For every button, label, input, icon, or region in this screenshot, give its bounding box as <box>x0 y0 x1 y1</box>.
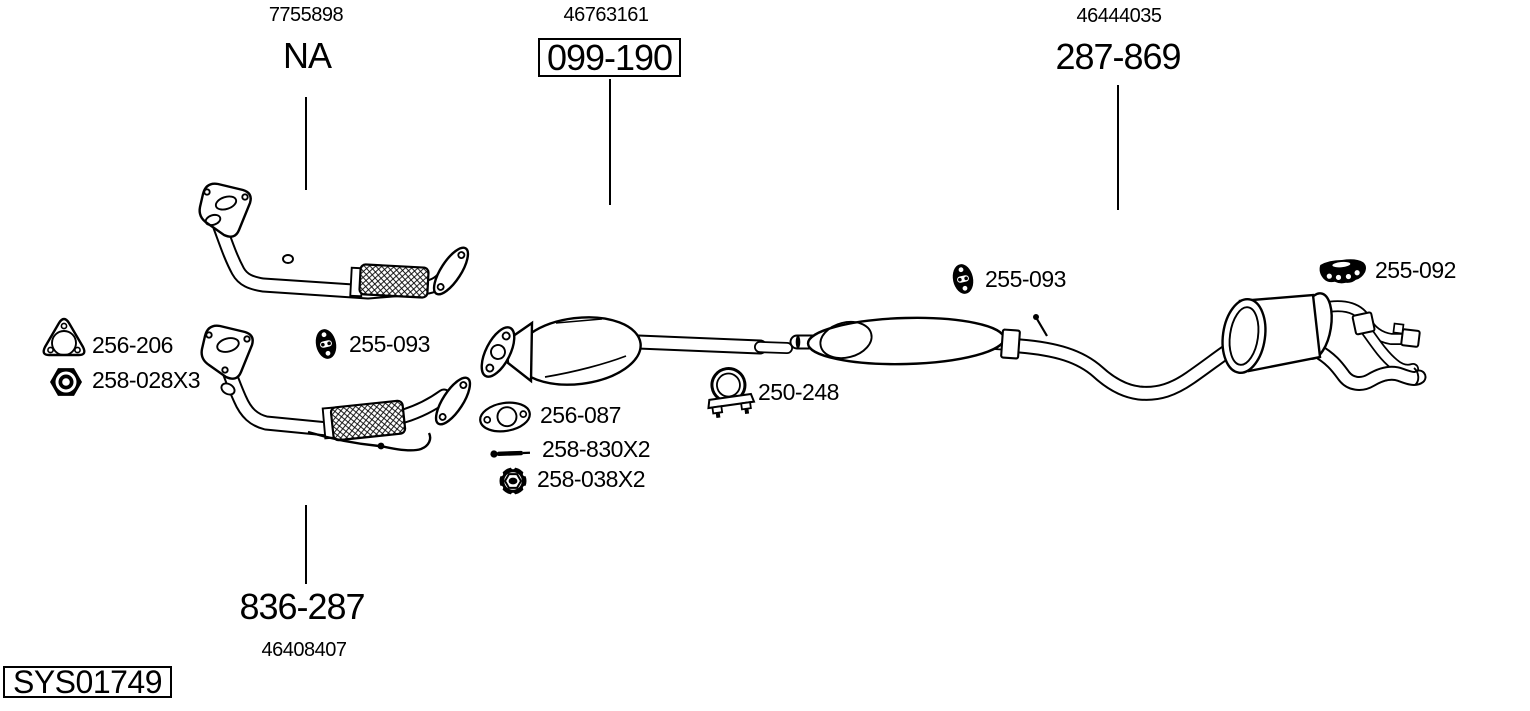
rubber-mount-icon <box>315 329 337 359</box>
flange-nut-icon <box>498 465 528 497</box>
triangular-gasket-icon <box>42 317 86 357</box>
oval-gasket-icon <box>479 401 531 433</box>
fitting-label-mount-255-093-b: 255-093 <box>985 266 1066 292</box>
fitting-label-nut-258-028X3: 258-028X3 <box>92 367 201 393</box>
rubber-mount-icon <box>952 264 974 294</box>
fitting-label-nut-258-038X2: 258-038X2 <box>537 466 646 492</box>
front-pipe-drawing <box>198 182 470 300</box>
part-number-front-pipe: NA <box>282 35 332 76</box>
system-code: SYS01749 <box>12 663 163 700</box>
fitting-label-gasket-256-087: 256-087 <box>540 402 621 428</box>
bolt-icon <box>490 450 531 458</box>
fitting-label-bolt-258-830X2: 258-830X2 <box>542 436 651 462</box>
catalytic-converter-drawing <box>480 316 793 386</box>
part-number-down-pipe: 836-287 <box>239 586 365 627</box>
fitting-label-mount-255-092: 255-092 <box>1375 257 1456 283</box>
fitting-label-gasket-256-206: 256-206 <box>92 332 173 358</box>
part-number-catalytic-converter: 099-190 <box>546 36 673 78</box>
pipe-clamp-icon <box>707 367 756 419</box>
system-code-box: SYS01749 <box>3 663 172 700</box>
fitting-label-mount-255-093-a: 255-093 <box>349 331 430 357</box>
fitting-label-clamp-250-248: 250-248 <box>758 379 839 405</box>
hex-nut-icon <box>50 368 82 396</box>
middle-silencer-drawing <box>789 314 1240 401</box>
part-number-catalytic-converter-box: 099-190 <box>538 38 681 77</box>
oe-number-rear-silencer: 46444035 <box>1076 5 1162 27</box>
part-number-rear-silencer: 287-869 <box>1055 36 1181 77</box>
rear-silencer-drawing <box>1221 292 1427 391</box>
oe-number-catalytic-converter: 46763161 <box>563 4 649 26</box>
oe-number-front-pipe: 7755898 <box>268 4 344 26</box>
oe-number-down-pipe: 46408407 <box>261 639 347 661</box>
wide-rubber-mount-icon <box>1319 259 1366 284</box>
down-pipe-drawing <box>200 324 472 452</box>
